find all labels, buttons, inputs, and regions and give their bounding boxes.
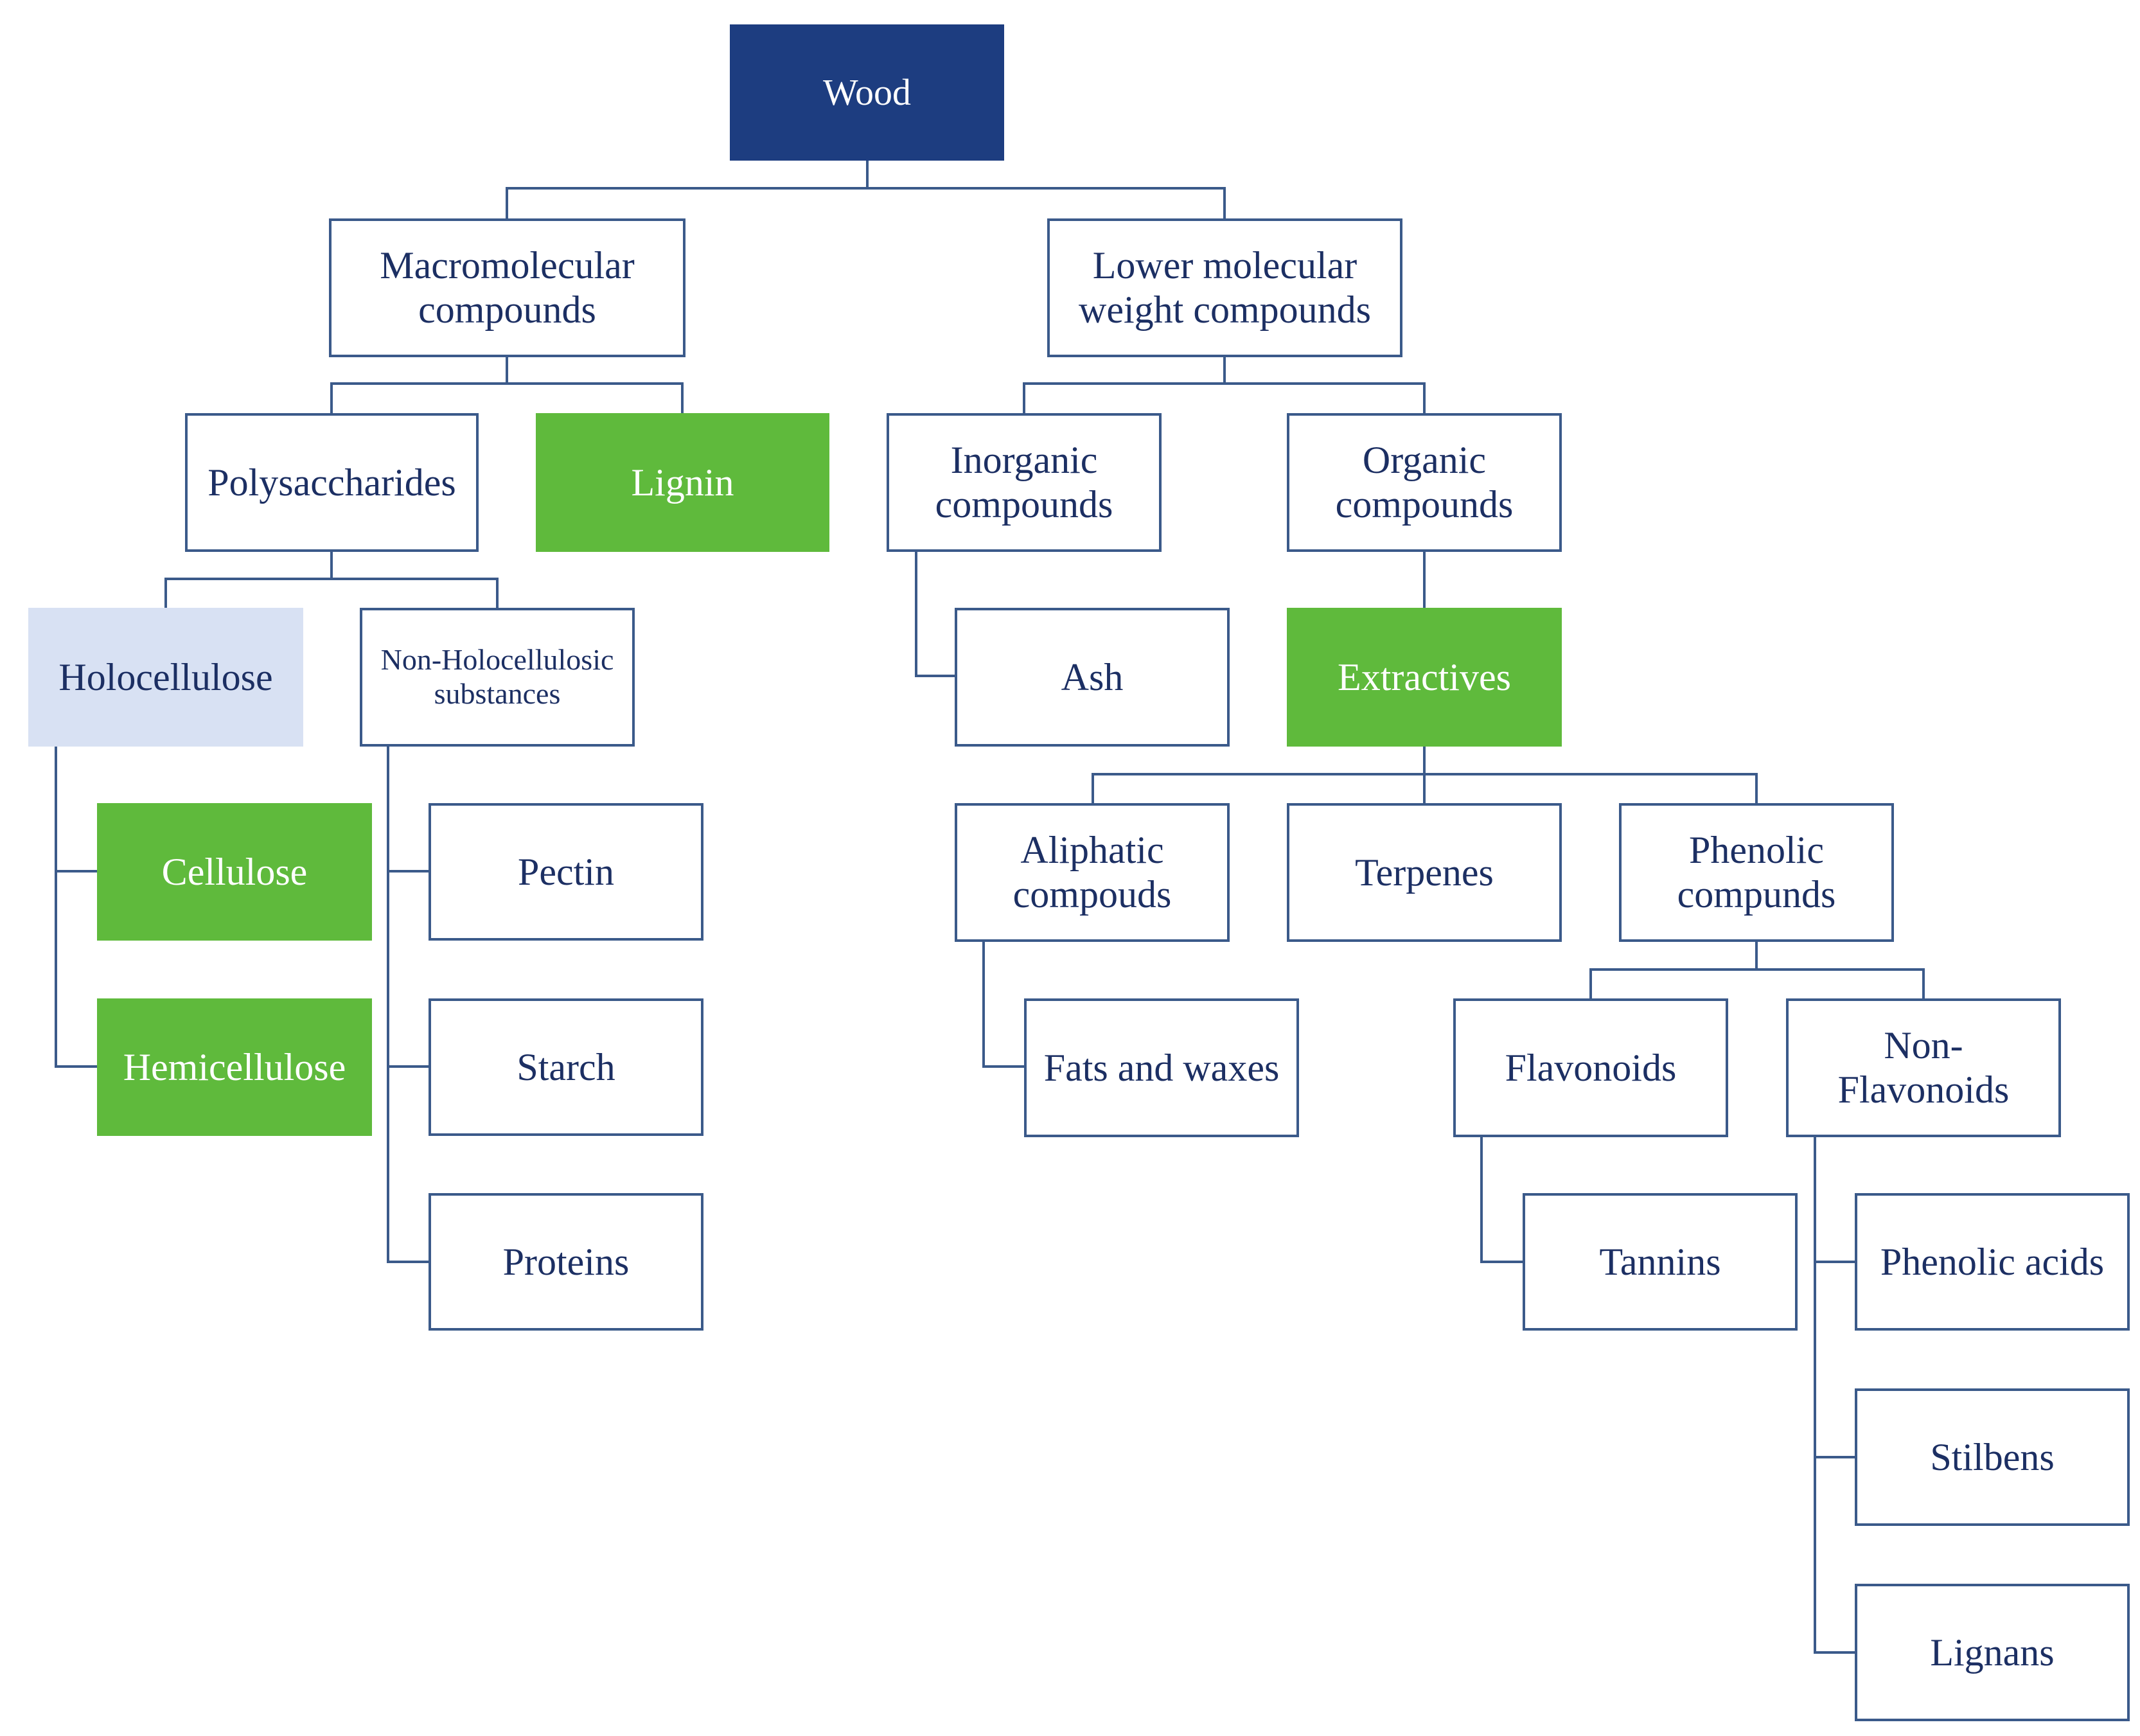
node-polysaccharides: Polysaccharides bbox=[185, 413, 479, 552]
node-hemicellulose-label: Hemicellulose bbox=[123, 1045, 346, 1088]
node-lower-molecular-weight-compounds: Lower molecular weight compounds bbox=[1047, 218, 1402, 357]
node-hemicellulose: Hemicellulose bbox=[97, 998, 372, 1136]
node-flavonoids-label: Flavonoids bbox=[1505, 1046, 1677, 1089]
node-terpenes-label: Terpenes bbox=[1355, 851, 1494, 894]
node-fats-and-waxes-label: Fats and waxes bbox=[1043, 1046, 1280, 1089]
node-lignans: Lignans bbox=[1855, 1584, 2130, 1721]
node-tannins: Tannins bbox=[1523, 1193, 1798, 1331]
node-phenolic-compunds-label: Phenolic compunds bbox=[1677, 829, 1836, 916]
node-aliphatic-compouds-label: Aliphatic compouds bbox=[1013, 829, 1172, 916]
node-stilbens-label: Stilbens bbox=[1930, 1435, 2055, 1478]
node-lignans-label: Lignans bbox=[1930, 1631, 2055, 1674]
node-holocellulose-label: Holocellulose bbox=[58, 655, 273, 698]
node-polysaccharides-label: Polysaccharides bbox=[208, 461, 456, 504]
node-stilbens: Stilbens bbox=[1855, 1388, 2130, 1526]
node-lignin-label: Lignin bbox=[631, 461, 734, 504]
node-lower-molecular-weight-compounds-label: Lower molecular weight compounds bbox=[1079, 244, 1371, 331]
node-phenolic-acids-label: Phenolic acids bbox=[1880, 1240, 2105, 1283]
node-flavonoids: Flavonoids bbox=[1453, 998, 1728, 1137]
node-wood-label: Wood bbox=[822, 71, 912, 113]
node-non-flavonoids-label: Non-Flavonoids bbox=[1837, 1024, 2010, 1111]
node-ash: Ash bbox=[955, 608, 1230, 747]
node-organic-compounds: Organic compounds bbox=[1287, 413, 1562, 552]
node-terpenes: Terpenes bbox=[1287, 803, 1562, 942]
node-pectin-label: Pectin bbox=[518, 850, 614, 893]
node-proteins: Proteins bbox=[429, 1193, 703, 1331]
node-non-holocellulosic-substances: Non-Holocellulosic substances bbox=[360, 608, 635, 747]
node-wood: Wood bbox=[730, 24, 1004, 161]
node-macromolecular-compounds-label: Macromolecular compounds bbox=[380, 244, 635, 331]
node-organic-compounds-label: Organic compounds bbox=[1335, 439, 1514, 526]
node-phenolic-compunds: Phenolic compunds bbox=[1619, 803, 1894, 942]
node-pectin: Pectin bbox=[429, 803, 703, 941]
node-starch-label: Starch bbox=[517, 1045, 615, 1088]
node-tannins-label: Tannins bbox=[1599, 1240, 1721, 1283]
node-non-holocellulosic-substances-label: Non-Holocellulosic substances bbox=[380, 643, 614, 710]
node-phenolic-acids: Phenolic acids bbox=[1855, 1193, 2130, 1331]
node-inorganic-compounds: Inorganic compounds bbox=[887, 413, 1162, 552]
node-lignin: Lignin bbox=[536, 413, 829, 552]
node-non-flavonoids: Non-Flavonoids bbox=[1786, 998, 2061, 1137]
node-extractives: Extractives bbox=[1287, 608, 1562, 747]
node-extractives-label: Extractives bbox=[1338, 655, 1511, 698]
node-cellulose-label: Cellulose bbox=[161, 850, 308, 893]
node-ash-label: Ash bbox=[1061, 655, 1124, 698]
node-inorganic-compounds-label: Inorganic compounds bbox=[935, 439, 1113, 526]
node-holocellulose: Holocellulose bbox=[28, 608, 303, 747]
node-macromolecular-compounds: Macromolecular compounds bbox=[329, 218, 685, 357]
node-aliphatic-compouds: Aliphatic compouds bbox=[955, 803, 1230, 942]
node-proteins-label: Proteins bbox=[502, 1240, 630, 1283]
node-starch: Starch bbox=[429, 998, 703, 1136]
node-cellulose: Cellulose bbox=[97, 803, 372, 941]
node-fats-and-waxes: Fats and waxes bbox=[1024, 998, 1299, 1137]
